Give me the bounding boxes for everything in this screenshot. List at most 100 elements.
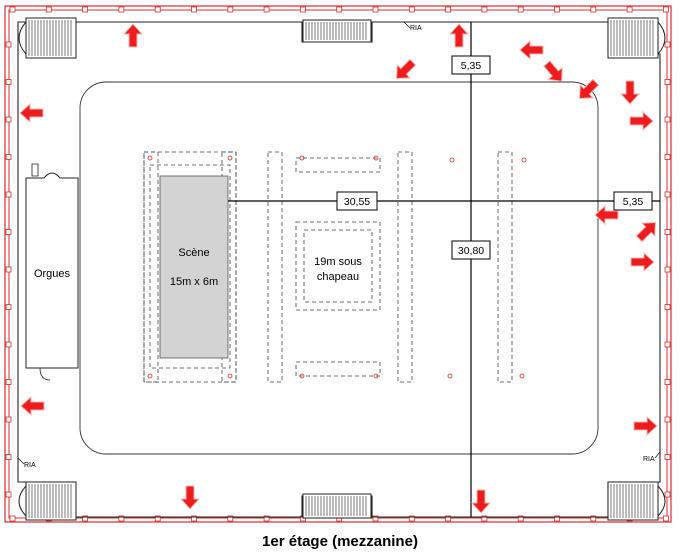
ria-right-label: RIA — [643, 456, 655, 463]
wall-post — [191, 515, 197, 522]
arrow-icon — [633, 416, 658, 436]
wall-post — [5, 266, 12, 273]
measure-vertical-value: 30,80 — [458, 245, 484, 257]
wall-post — [5, 491, 12, 498]
wall-post — [227, 6, 234, 13]
ria-marker-right: RIA — [643, 451, 661, 463]
wall-post — [663, 515, 669, 522]
ria-left-label: RIA — [24, 462, 36, 469]
wall-post — [118, 515, 125, 522]
wall-post — [664, 379, 671, 385]
staircase-icon — [607, 481, 666, 521]
wall-post — [5, 454, 12, 460]
wall-post — [664, 41, 671, 48]
wall-post — [191, 6, 197, 13]
arrow-icon — [632, 215, 663, 246]
measure-right-horizontal-value: 5,35 — [623, 196, 644, 208]
organ-label: Orgues — [34, 268, 71, 280]
staircase-icon — [302, 493, 372, 519]
wall-post — [154, 6, 161, 13]
ria-top-label: RIA — [410, 25, 422, 32]
arrow-icon — [539, 57, 570, 88]
arrow-icon — [519, 40, 544, 60]
wall-post — [154, 515, 161, 522]
wall-post — [481, 515, 488, 522]
organ: Orgues — [25, 163, 79, 381]
wall-post — [336, 6, 343, 13]
wall-post — [626, 6, 633, 13]
wall-post — [9, 6, 16, 13]
wall-post — [664, 191, 671, 198]
wall-post — [664, 79, 671, 85]
exit-arrows — [19, 23, 663, 514]
wall-post — [372, 515, 379, 522]
staircase-icon — [607, 17, 666, 59]
rigging-point — [299, 373, 305, 379]
rigging-point — [373, 373, 379, 379]
staircase-icon — [18, 481, 77, 521]
arrow-icon — [389, 55, 420, 86]
measure-vertical: 30,80 — [451, 240, 491, 260]
wall-post — [554, 515, 560, 522]
arrow-icon — [471, 489, 491, 514]
arrow-icon — [20, 396, 45, 416]
arrow-icon — [180, 485, 200, 510]
wall-post — [5, 41, 12, 48]
wall-post — [663, 6, 669, 13]
arrow-icon — [449, 23, 469, 48]
wall-post — [664, 154, 671, 160]
wall-post — [5, 79, 12, 85]
wall-post — [408, 515, 415, 522]
arrow-icon — [620, 80, 640, 105]
wall-post — [664, 454, 671, 460]
wall-post — [5, 191, 12, 198]
wall-post — [5, 154, 12, 160]
wall-post — [664, 416, 671, 423]
rigging-point — [227, 373, 233, 379]
wall-post — [590, 515, 597, 522]
wall-post — [664, 341, 671, 348]
wall-post — [82, 6, 88, 13]
arrow-icon — [629, 111, 654, 131]
wall-post — [408, 6, 415, 13]
wall-post — [9, 515, 16, 522]
wall-post — [445, 6, 452, 13]
ria-marker-left: RIA — [17, 457, 36, 469]
wall-post — [664, 491, 671, 498]
hall-outline — [17, 21, 661, 518]
wall-post — [5, 341, 12, 348]
wall-post — [664, 266, 671, 273]
mezzanine-outline — [79, 81, 599, 455]
wall-post — [517, 515, 524, 522]
arrow-icon — [630, 252, 655, 272]
staircase-icon — [18, 17, 77, 59]
rigging-point — [447, 373, 453, 379]
rigging-point — [521, 157, 527, 163]
rigging-points — [147, 155, 527, 379]
arrow-icon — [123, 23, 143, 48]
measure-horizontal: 30,55 — [336, 191, 378, 211]
wall-post — [5, 304, 12, 310]
hat-label-line2: chapeau — [317, 271, 359, 283]
wall-post — [517, 6, 524, 13]
wall-post — [299, 6, 306, 13]
rigging-point — [147, 155, 153, 161]
rigging-point — [147, 373, 153, 379]
wall-post — [481, 6, 488, 13]
staircase-icon — [302, 19, 372, 43]
wall-post — [227, 515, 234, 522]
wall-post — [664, 229, 671, 235]
wall-post — [554, 6, 560, 13]
rigging-point — [373, 155, 379, 161]
wall-post — [5, 116, 12, 123]
wall-post — [445, 515, 452, 522]
wall-post — [45, 6, 52, 13]
rigging-point — [519, 373, 525, 379]
dimension-lines — [228, 22, 660, 517]
wall-post — [372, 6, 379, 13]
wall-post — [118, 6, 125, 13]
wall-post — [5, 416, 12, 423]
wall-post — [664, 304, 671, 310]
wall-post — [263, 515, 270, 522]
